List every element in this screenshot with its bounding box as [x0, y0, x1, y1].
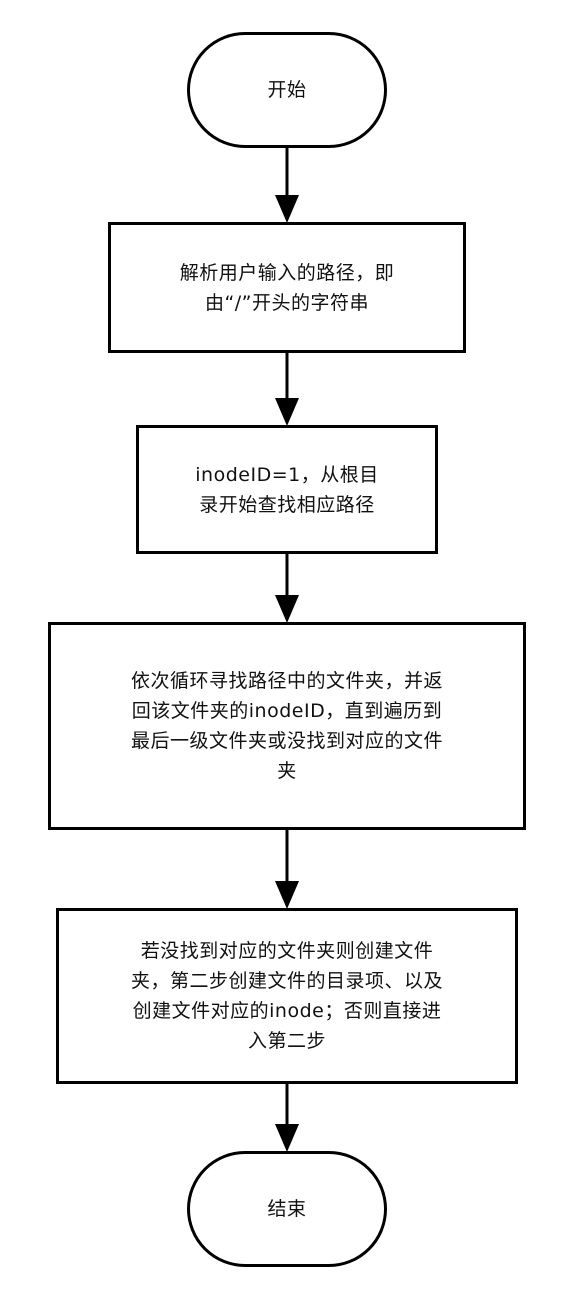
start-label: 开始 — [267, 79, 307, 101]
arrowhead-icon — [275, 398, 299, 426]
arrowhead-icon — [275, 1124, 299, 1152]
arrowhead-icon — [275, 195, 299, 223]
end-label: 结束 — [267, 1198, 307, 1220]
loop-folders-step: 依次循环寻找路径中的文件夹，并返 回该文件夹的inodeID，直到遍历到 最后一… — [48, 622, 526, 830]
start-node: 开始 — [187, 32, 387, 148]
create-folder-label: 若没找到对应的文件夹则创建文件 夹，第二步创建文件的目录项、以及 创建文件对应的… — [130, 940, 443, 1052]
create-folder-step: 若没找到对应的文件夹则创建文件 夹，第二步创建文件的目录项、以及 创建文件对应的… — [56, 908, 518, 1084]
parse-path-label: 解析用户输入的路径，即 由“/”开头的字符串 — [179, 261, 395, 314]
loop-folders-label: 依次循环寻找路径中的文件夹，并返 回该文件夹的inodeID，直到遍历到 最后一… — [130, 670, 443, 782]
parse-path-step: 解析用户输入的路径，即 由“/”开头的字符串 — [108, 222, 466, 353]
end-node: 结束 — [187, 1151, 387, 1267]
init-inode-step: inodeID=1，从根目 录开始查找相应路径 — [136, 425, 438, 554]
init-inode-label: inodeID=1，从根目 录开始查找相应路径 — [195, 463, 379, 516]
arrowhead-icon — [275, 595, 299, 623]
arrowhead-icon — [275, 881, 299, 909]
